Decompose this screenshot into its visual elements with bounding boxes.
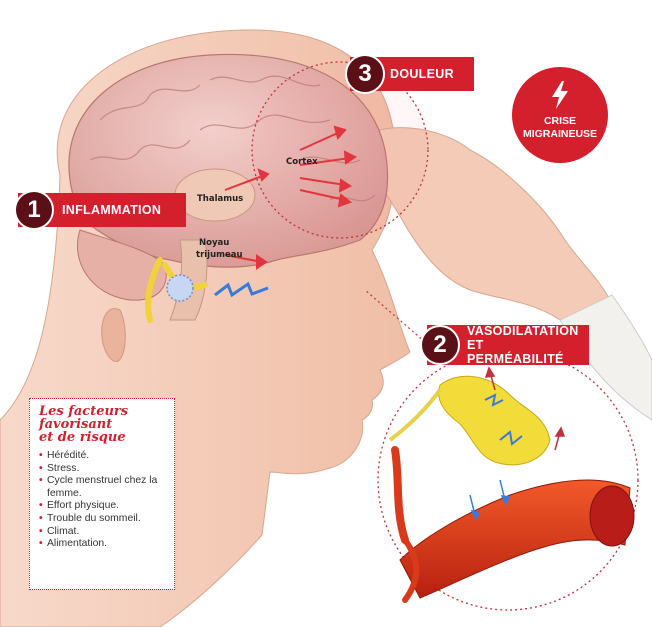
- risk-factors-title: Les facteurs favorisant et de risque: [39, 405, 168, 444]
- risk-factors-list: Hérédité. Stress. Cycle menstruel chez l…: [39, 450, 168, 551]
- risk-title-line2: favorisant: [39, 417, 113, 432]
- noyau-label-line1: Noyau: [199, 238, 230, 248]
- upward-arrows: [484, 366, 566, 451]
- list-item: Hérédité.: [39, 450, 168, 463]
- list-item: Effort physique.: [39, 500, 168, 513]
- risk-factors-box: Les facteurs favorisant et de risque Hér…: [29, 398, 175, 590]
- zoom-signal: [484, 393, 504, 407]
- step-3-number: 3: [345, 54, 385, 94]
- inflammation-spot: [166, 274, 194, 302]
- list-item: Climat.: [39, 526, 168, 539]
- nerve-ending: [438, 375, 551, 466]
- risk-title-line3: et de risque: [39, 430, 126, 445]
- badge-line1: CRISE: [543, 115, 577, 127]
- pain-zone-circle: [251, 61, 429, 239]
- badge-line2: MIGRAINEUSE: [522, 128, 598, 140]
- step-1-label: INFLAMMATION: [62, 203, 162, 217]
- step-1-banner: INFLAMMATION: [18, 193, 186, 227]
- zoom-signal-2: [499, 430, 523, 446]
- list-item: Cycle menstruel chez la femme.: [39, 475, 168, 500]
- nerve-signal: [214, 281, 269, 298]
- step-2-number: 2: [420, 325, 460, 365]
- thalamus-label: Thalamus: [197, 194, 244, 204]
- cerebellum-shape: [76, 229, 167, 301]
- lightning-bolt-icon: [552, 81, 568, 109]
- crise-migraineuse-badge: CRISE MIGRAINEUSE: [512, 67, 608, 163]
- risk-title-line1: Les facteurs: [39, 404, 129, 419]
- vessel-arrows: [469, 479, 511, 521]
- step-2-label-line2: ET PERMÉABILITÉ: [467, 338, 564, 366]
- step-2-label-line1: VASODILATATION: [467, 324, 579, 338]
- noyau-label-line2: trijumeau: [196, 250, 243, 260]
- blood-vessel: [391, 446, 635, 603]
- step-1-number: 1: [14, 190, 54, 230]
- pain-arrows: [224, 125, 357, 270]
- cortex-label: Cortex: [286, 157, 318, 167]
- list-item: Alimentation.: [39, 538, 168, 551]
- ear-shape: [101, 308, 126, 363]
- list-item: Stress.: [39, 463, 168, 476]
- nerve-fiber: [388, 388, 442, 442]
- list-item: Trouble du sommeil.: [39, 513, 168, 526]
- step-3-label: DOULEUR: [390, 67, 454, 81]
